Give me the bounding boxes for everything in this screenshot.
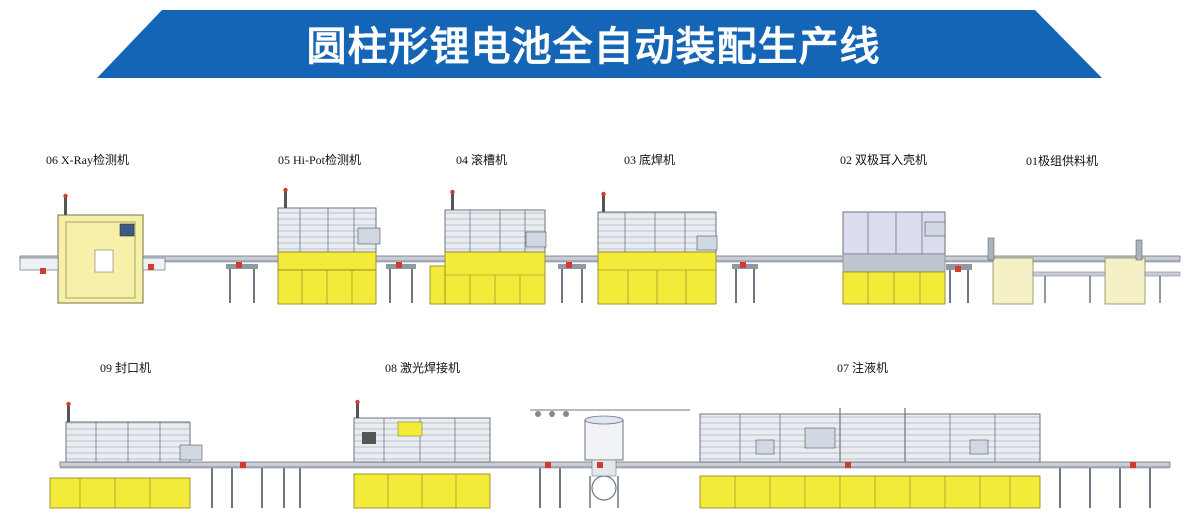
machine-03-bottom-welder [597,191,718,305]
station-label-04: 04 滚槽机 [456,153,508,167]
banner-shape [97,10,1102,78]
machine-05-hipot [277,187,381,305]
page-title: 圆柱形锂电池全自动装配生产线 [306,23,881,70]
station-label-08: 08 激光焊接机 [385,361,461,375]
station-label-09: 09 封口机 [100,361,152,375]
electrolyte-tank [530,409,690,508]
machine-07-filling [699,408,1151,509]
station-label-01: 01极组供料机 [1026,154,1099,168]
transfer-stand-2 [386,262,416,303]
machine-08-laser-welder [353,399,561,509]
transfer-stand-1 [226,262,258,303]
machine-04-grooving [429,189,547,305]
station-label-05: 05 Hi-Pot检测机 [278,153,362,167]
machine-09-sealing [49,401,301,509]
station-label-02: 02 双极耳入壳机 [840,153,928,167]
transfer-stand-3 [558,262,586,303]
station-label-06: 06 X-Ray检测机 [46,153,129,167]
station-label-03: 03 底焊机 [624,153,676,167]
title-banner [97,10,1102,78]
transfer-stand-4 [732,262,758,303]
machine-02-tab-insertion [842,211,972,305]
machine-01-feeder [987,237,1181,305]
station-label-07: 07 注液机 [837,361,889,375]
machine-06-xray [19,193,166,304]
